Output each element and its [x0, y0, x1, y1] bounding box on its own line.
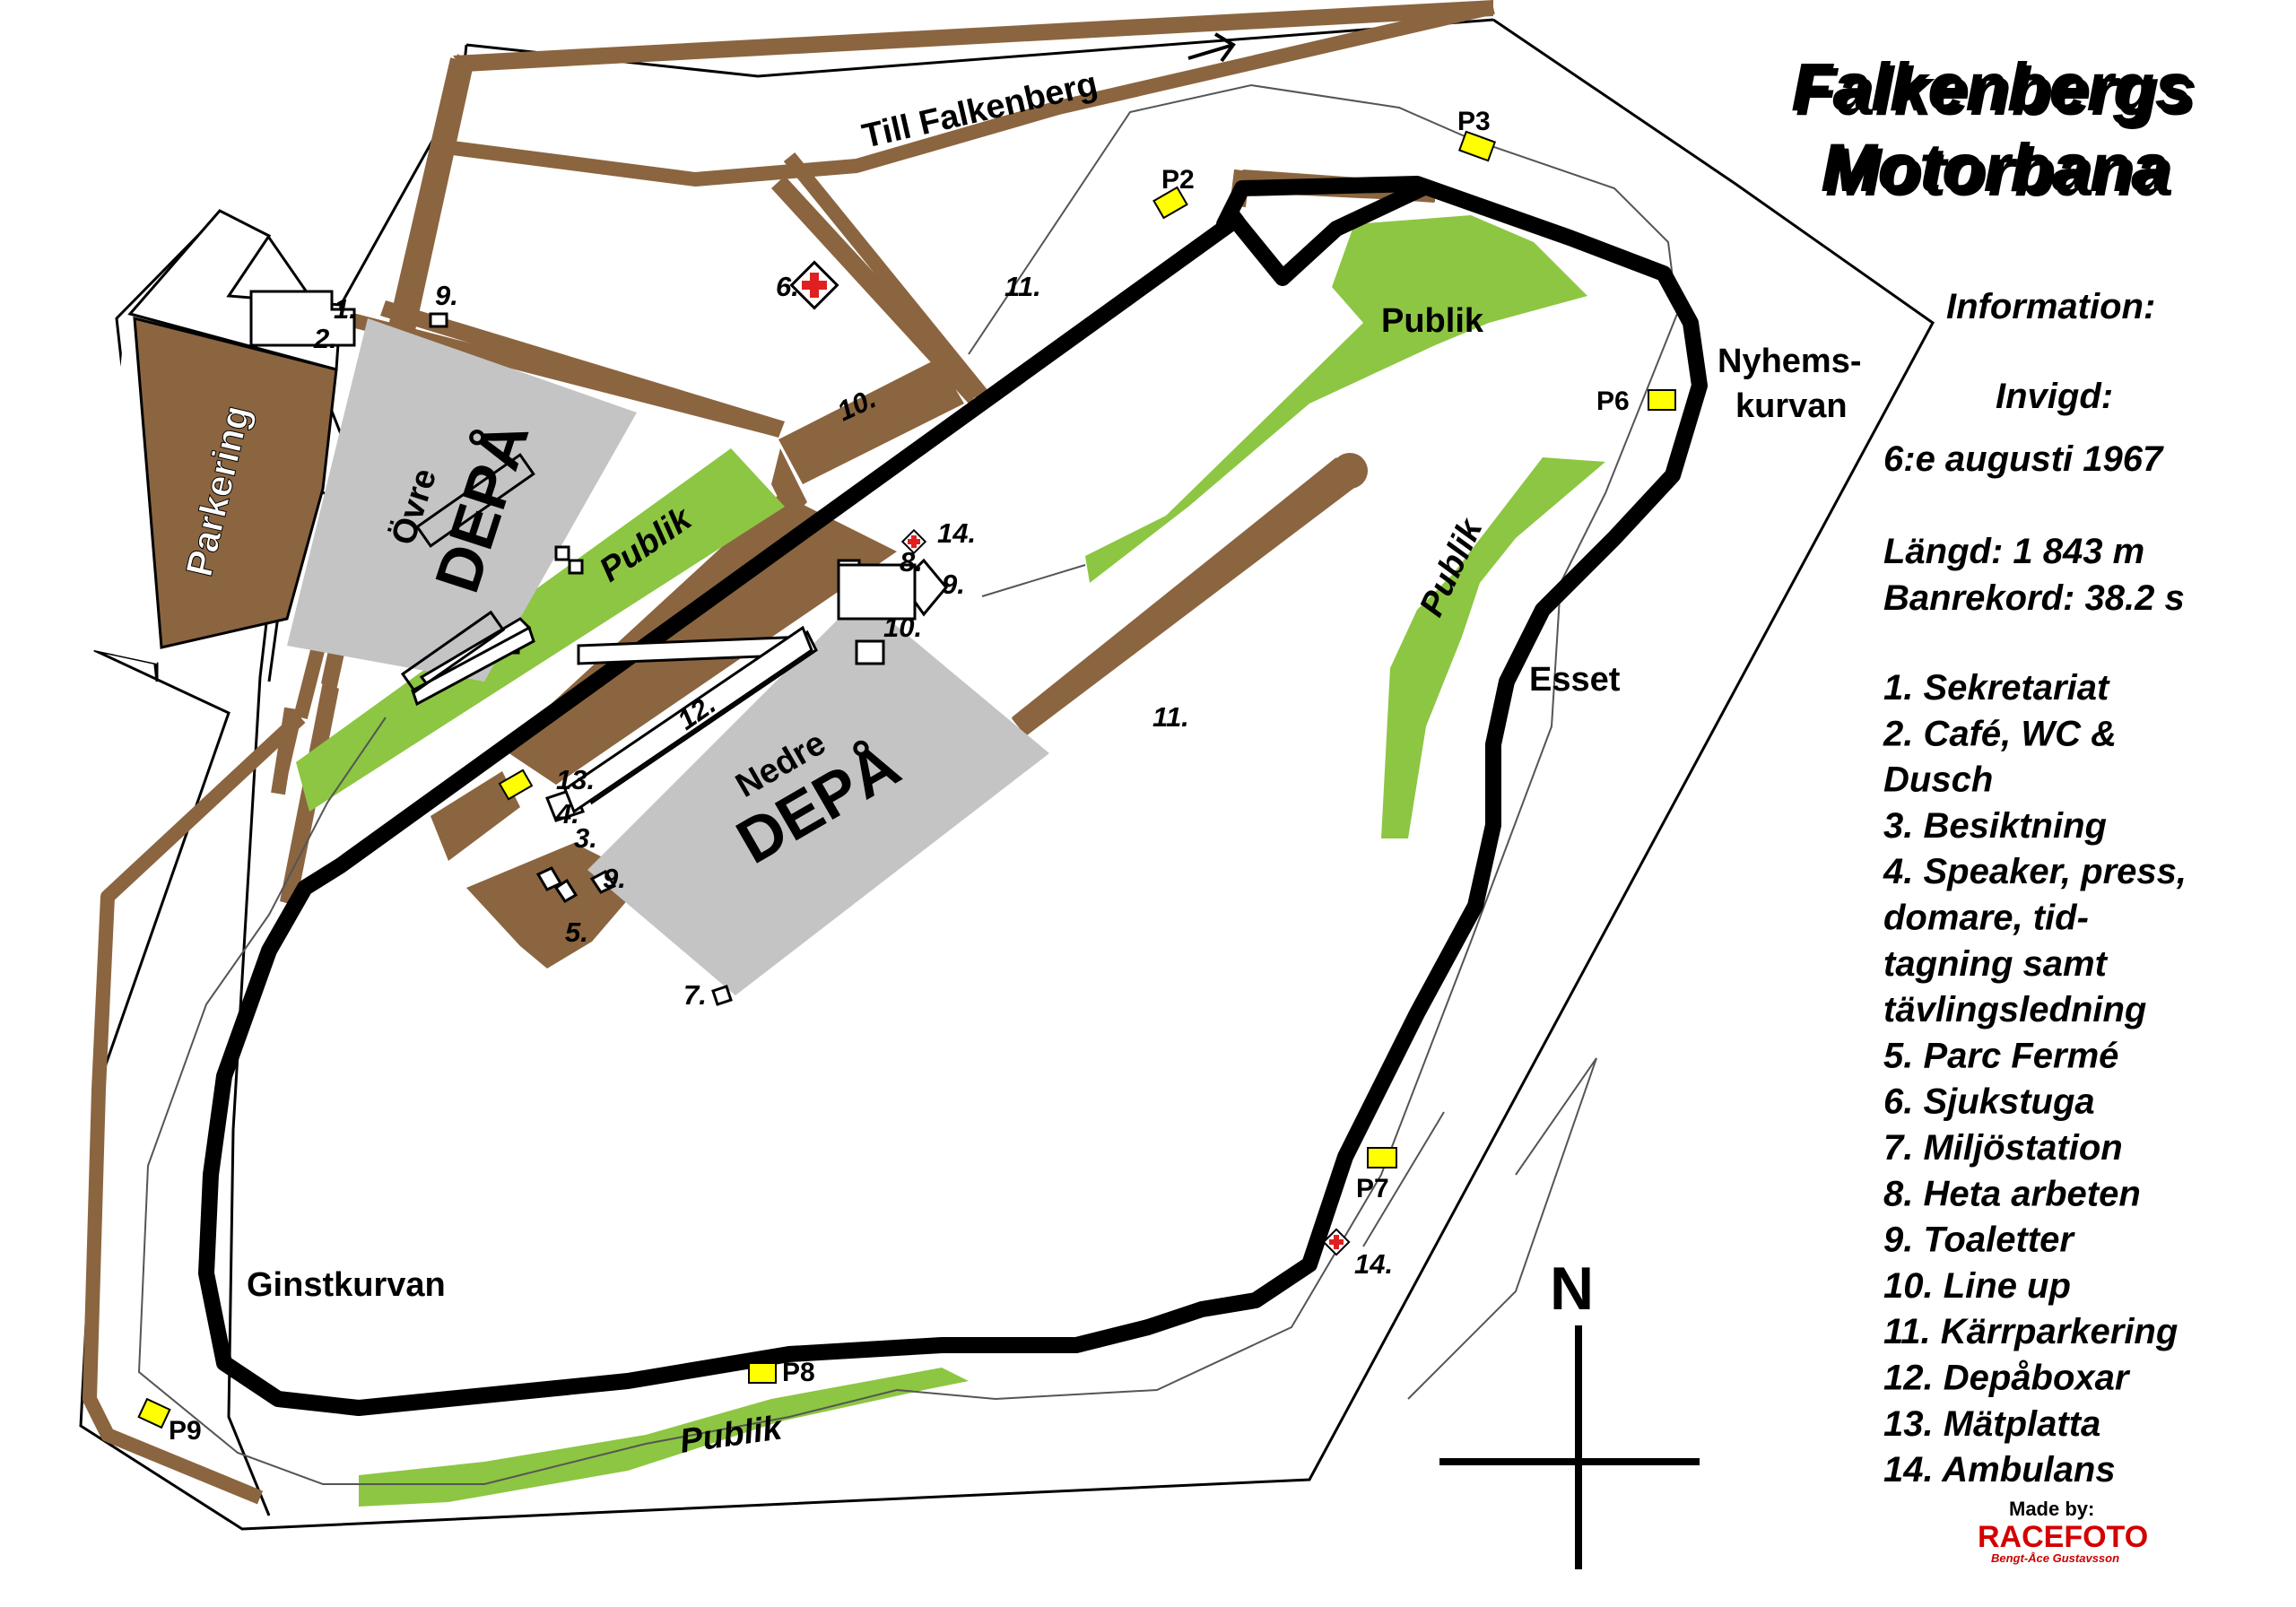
svg-text:Information:: Information: [1946, 287, 2155, 326]
post-label: P9 [169, 1416, 202, 1446]
map-number-label: 3. [574, 822, 597, 854]
compass-rose [1439, 1325, 1700, 1569]
map-number-label: 9. [603, 863, 626, 894]
line-up-area [778, 359, 964, 484]
legend-list: 1. Sekretariat 2. Café, WC & Dusch 3. Besik… [1883, 668, 2187, 1490]
ambulance-icon [1322, 1228, 1351, 1256]
svg-text:Motorbana: Motorbana [1825, 135, 2173, 211]
map-number-label: 13. [556, 764, 595, 795]
legend-item: 2. Café, WC & [1883, 714, 2117, 753]
post-label: P6 [1596, 387, 1630, 416]
post-label: P8 [782, 1358, 815, 1387]
svg-text:RACEFOTO: RACEFOTO [1978, 1520, 2148, 1554]
svg-text:Falkenbergs: Falkenbergs [1796, 54, 2197, 130]
legend-item: 8. Heta arbeten [1883, 1174, 2141, 1213]
legend-item: 3. Besiktning [1883, 806, 2107, 846]
legend-item: 10. Line up [1883, 1266, 2071, 1306]
map-number-label: 7. [683, 979, 707, 1011]
publik-label: Publik [1381, 302, 1484, 340]
pit-boxes [563, 625, 813, 814]
legend-item: 7. Miljöstation [1883, 1128, 2123, 1168]
publik-label: Publik [677, 1409, 786, 1461]
medical-cross-icon [789, 260, 839, 310]
legend-item: 5. Parc Fermé [1883, 1036, 2118, 1075]
corner-label: Nyhems- [1718, 343, 1862, 380]
map-number-label: 8. [900, 546, 923, 578]
legend-item: 11. Kärrparkering [1883, 1312, 2178, 1351]
map-number-label: 11. [1152, 701, 1189, 733]
map-number-label: 10. [883, 612, 922, 643]
corner-label: Esset [1529, 661, 1621, 699]
map-number-label: 11. [1004, 271, 1041, 302]
info-panel: Information: Invigd: 6:e augusti 1967 Lä… [1883, 287, 2187, 1490]
ovre-depa [287, 318, 637, 682]
direction-arrow-icon [1187, 32, 1236, 63]
race-track [198, 176, 1708, 1416]
map-title: Falkenbergs Falkenbergs Motorbana Motorb… [1791, 49, 2197, 211]
map-number-label: 1. [334, 293, 357, 325]
marshal-post-icons [137, 130, 1676, 1429]
post-label: P7 [1356, 1174, 1389, 1203]
svg-text:Invigd:: Invigd: [1996, 377, 2113, 416]
map-number-label: 5. [565, 916, 588, 948]
svg-text:6:e augusti 1967: 6:e augusti 1967 [1883, 439, 2164, 479]
nedre-depa [587, 596, 1049, 995]
legend-item: 13. Mätplatta [1883, 1404, 2100, 1444]
svg-text:Längd: 1 843 m: Längd: 1 843 m [1883, 532, 2144, 571]
legend-item: tagning samt [1883, 944, 2109, 984]
legend-item: 6. Sjukstuga [1883, 1082, 2095, 1122]
corner-label: Ginstkurvan [247, 1266, 446, 1304]
pit-lane [502, 493, 897, 785]
credit-logo: Made by: RACEFOTO Bengt-Åce Gustavsson [1978, 1498, 2148, 1565]
legend-item: 12. Depåboxar [1883, 1359, 2131, 1398]
map-number-label: 4. [555, 798, 579, 830]
legend-item: tävlingsledning [1883, 990, 2146, 1029]
map-number-label: 9. [942, 569, 965, 600]
corner-label: kurvan [1735, 387, 1848, 425]
post-label: P3 [1457, 107, 1491, 136]
spectator-areas [296, 215, 1605, 1507]
legend-item: 4. Speaker, press, [1883, 852, 2187, 891]
compass-north-label: N [1550, 1255, 1594, 1323]
svg-text:Made by:: Made by: [2009, 1498, 2094, 1520]
svg-text:Motorbana: Motorbana [1821, 130, 2169, 206]
legend-item: 1. Sekretariat [1883, 668, 2110, 708]
legend-item: 9. Toaletter [1883, 1220, 2075, 1260]
legend-item: Dusch [1883, 760, 1993, 800]
post-label: P2 [1161, 165, 1195, 195]
svg-text:Falkenbergs: Falkenbergs [1791, 49, 2193, 126]
ambulance-icon [900, 528, 927, 555]
svg-text:Bengt-Åce Gustavsson: Bengt-Åce Gustavsson [1991, 1551, 2119, 1565]
legend-item: domare, tid- [1883, 899, 2089, 938]
map-number-label: 14. [1354, 1248, 1393, 1280]
map-number-label: 2. [313, 323, 337, 354]
map-number-label: 14. [937, 517, 976, 549]
legend-item: 14. Ambulans [1883, 1450, 2116, 1490]
map-number-label: 6. [776, 271, 799, 302]
svg-text:Banrekord: 38.2 s: Banrekord: 38.2 s [1883, 578, 2185, 618]
map-number-label: 9. [435, 280, 458, 311]
